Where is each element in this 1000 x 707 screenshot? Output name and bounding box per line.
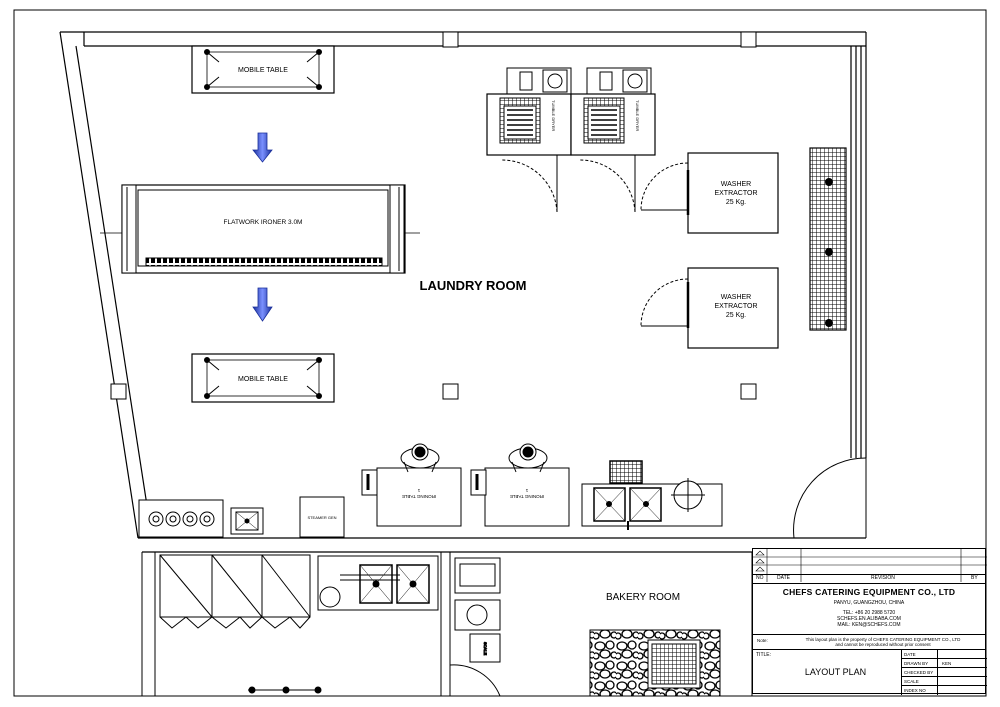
washer-1-line2: EXTRACTOR [714, 190, 757, 197]
washer-2-line2: EXTRACTOR [714, 303, 757, 310]
info-row-key: SCALE [904, 679, 919, 684]
company-tel: TEL: +86 20 2988 5720 [842, 610, 896, 616]
info-row: DRAWN BY KEN [902, 659, 987, 668]
company-city: PANYU, GUANGZHOU, CHINA [833, 600, 905, 606]
steamer-label: STEAMER GEN [307, 515, 336, 520]
note-line-2: and cannot be reproduced without prior c… [835, 642, 931, 647]
lower-table [248, 686, 322, 694]
info-row-key: INDEX NO [904, 688, 926, 693]
tumble-dryer-1-label: TUMBLE DRYER [551, 100, 556, 131]
mobile-table-bottom-label: MOBILE TABLE [238, 376, 288, 383]
info-row: INDEX NO [902, 686, 987, 695]
info-row-key: DATE [904, 652, 916, 657]
outer-walls [59, 31, 867, 553]
wash-basin-tray [138, 499, 264, 538]
ironing-table-2-label: IRONING TABLE [510, 494, 544, 499]
washer-extractor-1: WASHER EXTRACTOR 25 Kg. [640, 152, 779, 234]
title-key: TITLE: [756, 652, 772, 658]
ironing-table-1-count: 1 [417, 488, 420, 493]
bakery-room-label: BAKERY ROOM [606, 592, 680, 603]
info-row-key: CHECKED BY [904, 670, 934, 675]
revision-grid [753, 549, 987, 582]
revision-table: NO DATE REVISION BY [753, 549, 987, 584]
washer-extractor-2: WASHER EXTRACTOR 25 Kg. [640, 267, 779, 349]
laundry-room-label: LAUNDRY ROOM [420, 278, 527, 293]
ironing-table-1: IRONING TABLE 1 [361, 443, 462, 527]
mobile-table-bottom: MOBILE TABLE [191, 353, 335, 403]
columns [110, 31, 757, 400]
steamer-generator: STEAMER GEN [299, 496, 345, 538]
washer-1-line1: WASHER [721, 181, 751, 188]
note-block: Note: This layout plan is the property o… [753, 634, 985, 650]
floor-drain-grille [809, 147, 847, 331]
double-sink-unit [581, 460, 723, 530]
flow-arrow-down-icon [252, 287, 273, 322]
scale-label: SCALE [483, 642, 488, 655]
lower-sink [317, 555, 439, 611]
info-row: CHECKED BY [902, 668, 987, 677]
company-mail: MAIL: KEN@SCHEFS.COM [837, 622, 901, 628]
flatwork-ironer-label: FLATWORK IRONER 3.0M [224, 219, 303, 226]
flatwork-ironer: FLATWORK IRONER 3.0M [100, 184, 420, 274]
company-block: CHEFS CATERING EQUIPMENT CO., LTD PANYU,… [753, 582, 985, 634]
tumble-dryer-1: TUMBLE DRYER [486, 67, 572, 213]
drawing-title: LAYOUT PLAN [804, 667, 867, 677]
washer-2-line3: 25 Kg. [726, 312, 746, 319]
company-name: CHEFS CATERING EQUIPMENT CO., LTD [782, 587, 956, 597]
drawing-info-grid: DATE DRAWN BY KEN CHECKED BY SCALE INDEX … [901, 650, 987, 695]
ironing-table-2-count: 1 [525, 488, 528, 493]
revision-header: NO DATE REVISION BY [753, 574, 985, 584]
ironing-table-1-label: IRONING TABLE [402, 494, 436, 499]
info-row: SCALE [902, 677, 987, 686]
mobile-table-top-label: MOBILE TABLE [238, 67, 288, 74]
info-row-key: DRAWN BY [904, 661, 929, 666]
lower-shelving [159, 554, 311, 629]
ironing-table-2: IRONING TABLE 1 [470, 443, 570, 527]
bakery-equipment: SCALE [449, 557, 721, 697]
lower-area-walls [141, 552, 753, 696]
rev-header-date: DATE [777, 575, 790, 581]
note-text: This layout plan is the property of CHEF… [793, 637, 973, 647]
info-row-value: KEN [942, 661, 952, 666]
door-swing-corner [793, 457, 867, 539]
washer-1-line3: 25 Kg. [726, 199, 746, 206]
washer-2-line1: WASHER [721, 294, 751, 301]
person-icon [400, 443, 440, 473]
rev-header-revision: REVISION [871, 575, 895, 581]
rev-header-by: BY [971, 575, 978, 581]
flow-arrow-down-icon [252, 132, 273, 163]
company-web: SCHEFS.EN.ALIBABA.COM [837, 616, 901, 622]
tumble-dryer-2: TUMBLE DRYER [570, 67, 656, 213]
info-row: DATE [902, 650, 987, 659]
rev-header-no: NO [756, 575, 764, 581]
drawing-info: TITLE: LAYOUT PLAN DATE DRAWN BY KEN CHEC… [753, 649, 987, 696]
drain-markers [825, 178, 833, 327]
person-icon [508, 443, 548, 473]
title-block: NO DATE REVISION BY CHEFS CATERING EQUIP… [752, 548, 987, 696]
tumble-dryer-2-label: TUMBLE DRYER [635, 100, 640, 131]
mobile-table-top: MOBILE TABLE [191, 45, 335, 94]
note-line-1: This layout plan is the property of CHEF… [805, 637, 961, 642]
note-key: Note: [757, 638, 768, 643]
